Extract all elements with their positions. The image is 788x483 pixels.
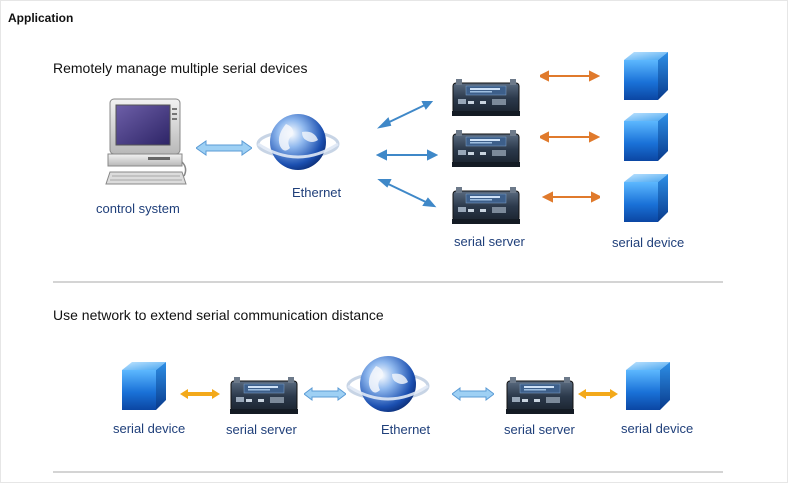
serial-server-label-1: serial server [454,234,525,249]
control-system-label: control system [96,201,180,216]
serial-server-icon [506,377,574,414]
serial-server-icon [452,79,520,116]
serial-server-icon [452,130,520,167]
globe-icon [346,356,430,412]
serial-server-label-left: serial server [226,422,297,437]
computer-icon [105,98,187,185]
double-arrow-icon [578,389,618,399]
serial-device-label-left: serial device [113,421,186,436]
double-arrow-icon [304,387,346,401]
serial-device-icon [624,52,668,100]
serial-device-icon [122,362,166,410]
serial-server-icon [452,187,520,224]
section1-title: Remotely manage multiple serial devices [53,60,308,76]
serial-device-icon [624,113,668,161]
serial-server-label-right: serial server [504,422,575,437]
network-links [376,101,438,208]
globe-icon [256,114,340,170]
ethernet-label-2: Ethernet [381,422,431,437]
device-links [540,70,600,203]
double-arrow-icon [180,389,220,399]
serial-device-label-1: serial device [612,235,685,250]
serial-server-icon [230,377,298,414]
serial-device-label-right: serial device [621,421,694,436]
serial-device-icon [624,174,668,222]
section-divider [53,471,723,473]
double-arrow-icon [196,140,252,156]
page-title: Application [8,11,74,25]
ethernet-label-1: Ethernet [292,185,342,200]
section2-title: Use network to extend serial communicati… [53,307,384,323]
double-arrow-icon [452,387,494,401]
serial-device-icon [626,362,670,410]
section-divider [53,281,723,283]
